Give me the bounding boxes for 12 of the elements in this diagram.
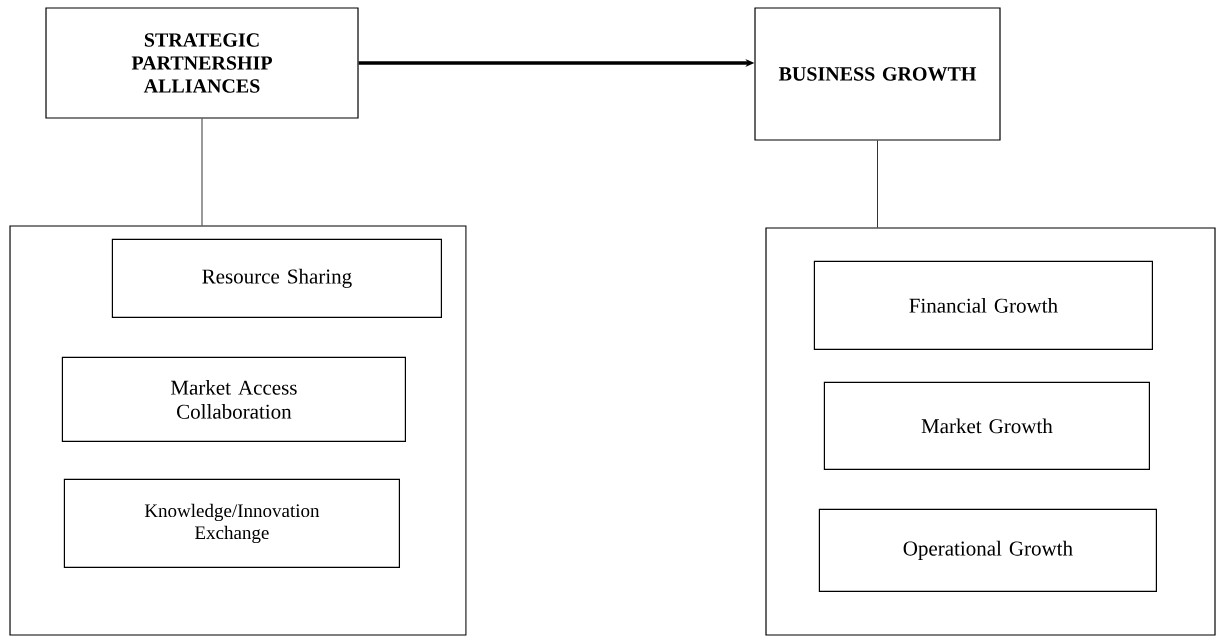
item-box: Financial Growth: [813, 260, 1153, 350]
item-box: Market Growth: [823, 381, 1150, 470]
item-box: Market Access Collaboration: [61, 356, 406, 442]
container-box: [765, 227, 1216, 636]
title-box: STRATEGIC PARTNERSHIP ALLIANCES: [45, 7, 359, 119]
item-box: Knowledge/Innovation Exchange: [63, 478, 400, 568]
container-box: [9, 225, 467, 636]
item-box: Operational Growth: [818, 508, 1157, 592]
connector-line: [201, 118, 203, 226]
item-box: Resource Sharing: [111, 238, 442, 318]
title-box: BUSINESS GROWTH: [754, 7, 1001, 141]
connector-line: [877, 140, 878, 228]
